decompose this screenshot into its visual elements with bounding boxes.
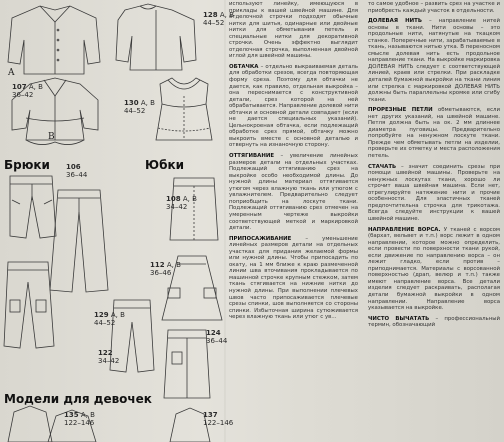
model-label: 124 36–44 — [206, 329, 228, 345]
model-label: 129 A, B 44–52 — [94, 311, 125, 327]
model-label: 112 A, B 36–46 — [150, 261, 181, 277]
model-label: 128 A, B 44–52 — [203, 11, 234, 27]
glossary-paragraph: то самое удобное – развить срез на участ… — [368, 1, 500, 14]
blouse-a-sketch — [7, 5, 101, 75]
skirt-pencil-sketch — [169, 177, 219, 241]
trousers-wide-sketch — [49, 189, 109, 293]
glossary-term: ОТТЯГИВАНИЕ — [229, 153, 275, 160]
glossary-definition: – увеличение линейных размеров детали на… — [229, 153, 358, 232]
variant-letter: A — [8, 68, 15, 78]
model-label: 137 122–146 — [203, 411, 234, 427]
blouse-b-sketch — [11, 77, 99, 145]
skirt-flared-sketch — [161, 255, 223, 321]
trousers-cropped-sketch — [9, 175, 57, 239]
variant-letter: B — [48, 132, 55, 142]
glossary-definition: У тканей с ворсом (бархат, вельвет и т.п… — [368, 226, 500, 312]
section-heading-girls: Модели для девочек — [4, 392, 152, 406]
glossary-term: СТАЧАТЬ — [368, 163, 397, 170]
glossary-definition: – отдельно выкраиваемая деталь для обраб… — [229, 63, 358, 123]
glossary-column-middle: используют линейку, имеющуюся в приклады… — [229, 1, 358, 321]
skirt-straight-sketch — [163, 329, 211, 399]
glossary-term: ПРИПОСАЖИВАНИЕ — [229, 235, 292, 242]
glossary-definition: – профессиональный термин, обозначающий — [368, 315, 500, 329]
glossary-term: НАПРАВЛЕНИЕ ВОРСА. — [368, 226, 441, 233]
model-label: 122 34–42 — [98, 349, 120, 365]
blouse-back-sketch — [115, 3, 197, 71]
glossary-definition: – направление нитей основы в ткани. Нити… — [368, 18, 500, 103]
glossary-term: ДОЛЕВАЯ НИТЬ — [368, 18, 422, 25]
trousers-129-sketch — [109, 299, 155, 373]
glossary-definition: обметываются, если нет других указаний, … — [368, 107, 500, 160]
model-label: 135 A, B 122–146 — [64, 411, 95, 427]
glossary-column-right: то самое удобное – развить срез на участ… — [368, 1, 500, 441]
glossary-paragraph: используют линейку, имеющуюся в приклады… — [229, 1, 358, 60]
section-heading-skirts: Юбки — [145, 158, 185, 172]
glossary-term: ПРОРЕЗНЫЕ ПЕТЛИ — [368, 107, 433, 114]
glossary-term: ОБТАЧКА — [229, 63, 259, 70]
model-label: 107 A, B 36–42 — [12, 83, 43, 99]
glossary-term: ЧИСТО ВЫЧАТАТЬ — [368, 315, 430, 322]
girls-models-sketch — [7, 405, 211, 442]
model-label: 106 36–44 — [66, 163, 88, 179]
glossary-definition: – уменьшение линейных размеров детали на… — [229, 235, 358, 321]
sleeveless-top-sketch — [155, 77, 213, 141]
glossary-definition: – значит соединить срезы при помощи швей… — [368, 163, 500, 222]
model-label: 130 A, B 44–52 — [124, 99, 155, 115]
section-heading-trousers: Брюки — [4, 158, 50, 172]
model-label: 108 A, B 34–42 — [166, 195, 197, 211]
trousers-pockets-sketch — [3, 261, 55, 349]
